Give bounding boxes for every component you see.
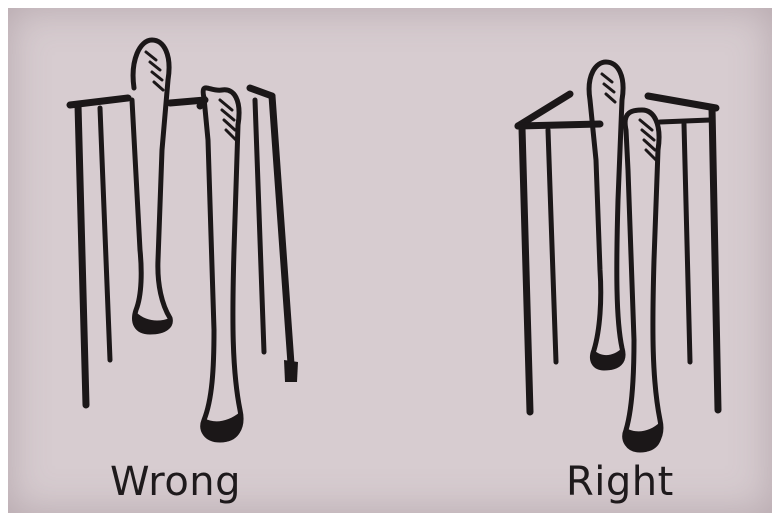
right-stand-leg-back-left xyxy=(548,130,556,362)
wrong-stand-leg-front-right xyxy=(272,96,292,378)
right-bone-right xyxy=(625,110,662,452)
wrong-panel-drawing xyxy=(70,40,298,442)
wrong-stand-top-right xyxy=(250,88,272,96)
right-stand-top-front xyxy=(518,124,600,126)
right-caption: Right xyxy=(566,462,674,502)
right-stand-top-right xyxy=(648,96,716,108)
right-stand-leg-front-right xyxy=(712,108,718,410)
right-stand-leg-back-right xyxy=(684,124,690,362)
right-stand-top-left xyxy=(518,94,570,126)
right-stand-leg-front-left xyxy=(522,128,530,412)
right-stand-top-front-right xyxy=(660,120,710,122)
right-panel-drawing xyxy=(518,62,718,452)
wrong-leg-foot xyxy=(284,360,298,382)
wrong-bone-left xyxy=(132,40,170,332)
wrong-stand-leg-back-right xyxy=(255,100,264,352)
right-bone-left xyxy=(589,62,623,370)
wrong-stand-leg-back-left xyxy=(100,108,110,360)
wrong-caption: Wrong xyxy=(110,462,241,502)
wrong-bone-right xyxy=(200,88,242,442)
wrong-stand-leg-front-left xyxy=(78,105,86,405)
